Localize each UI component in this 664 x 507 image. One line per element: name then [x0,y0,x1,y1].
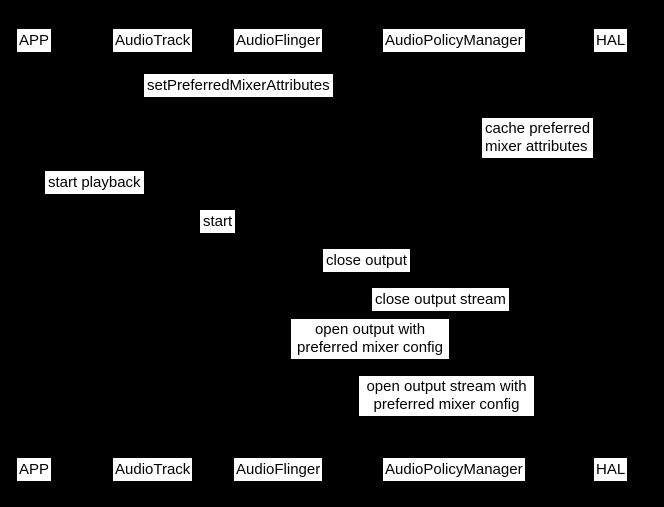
lifeline-audiotrack [155,54,156,458]
message-label-line-1: open output stream with [366,378,527,395]
arrow-self-cache-b [477,126,478,150]
arrow-head-start [273,228,280,236]
message-label-start-playback[interactable]: start playback [44,170,145,195]
arrow-self-cache-a [456,126,478,127]
arrow-head-close-output-stream [603,306,610,314]
participant-header-app[interactable]: APP [16,28,53,53]
participant-header-audiotrack[interactable]: AudioTrack [112,28,194,53]
participant-footer-app[interactable]: APP [16,457,53,482]
participant-header-hal[interactable]: HAL [593,28,629,53]
participant-footer-hal[interactable]: HAL [593,457,629,482]
participant-footer-audiotrack[interactable]: AudioTrack [112,457,194,482]
arrow-self-cache-c [456,150,478,151]
arrow-head-self-cache [456,146,463,154]
message-label-start[interactable]: start [199,209,237,234]
arrow-head-set-preferred-mixer-attributes [449,92,456,100]
lifeline-audioflinger [280,54,281,458]
arrow-head-open-output-preferred-config [449,355,456,363]
message-label-close-output[interactable]: close output [322,248,411,273]
message-label-line-1: cache preferred [485,120,591,137]
message-label-open-output-with-preferred-mixer-config[interactable]: open output with preferred mixer config [290,318,450,360]
message-label-open-output-stream-with-preferred-mixer-config[interactable]: open output stream with preferred mixer … [358,375,535,417]
message-label-line-2: preferred mixer config [297,339,443,356]
lifeline-audiopolicymanager [456,54,457,458]
lifeline-app [34,54,35,458]
arrow-close-output-stream [456,310,610,311]
message-label-close-output-stream[interactable]: close output stream [371,287,510,312]
arrow-head-close-output [449,267,456,275]
message-label-line-1: open output with [314,321,426,338]
participant-footer-audioflinger[interactable]: AudioFlinger [233,457,324,482]
participant-header-audiopolicymanager[interactable]: AudioPolicyManager [382,28,526,53]
lifeline-hal [610,54,611,458]
message-label-cache-preferred-mixer-attributes[interactable]: cache preferred mixer attributes [481,117,595,159]
arrow-head-start-playback [148,189,155,197]
arrow-open-output-stream-preferred-config [456,417,610,418]
message-label-line-2: preferred mixer config [373,396,520,413]
participant-footer-audiopolicymanager[interactable]: AudioPolicyManager [382,457,526,482]
arrow-head-open-output-stream-preferred-config [603,413,610,421]
participant-header-audioflinger[interactable]: AudioFlinger [233,28,324,53]
message-label-line-2: mixer attributes [485,138,588,155]
message-label-set-preferred-mixer-attributes[interactable]: setPreferredMixerAttributes [143,73,334,98]
